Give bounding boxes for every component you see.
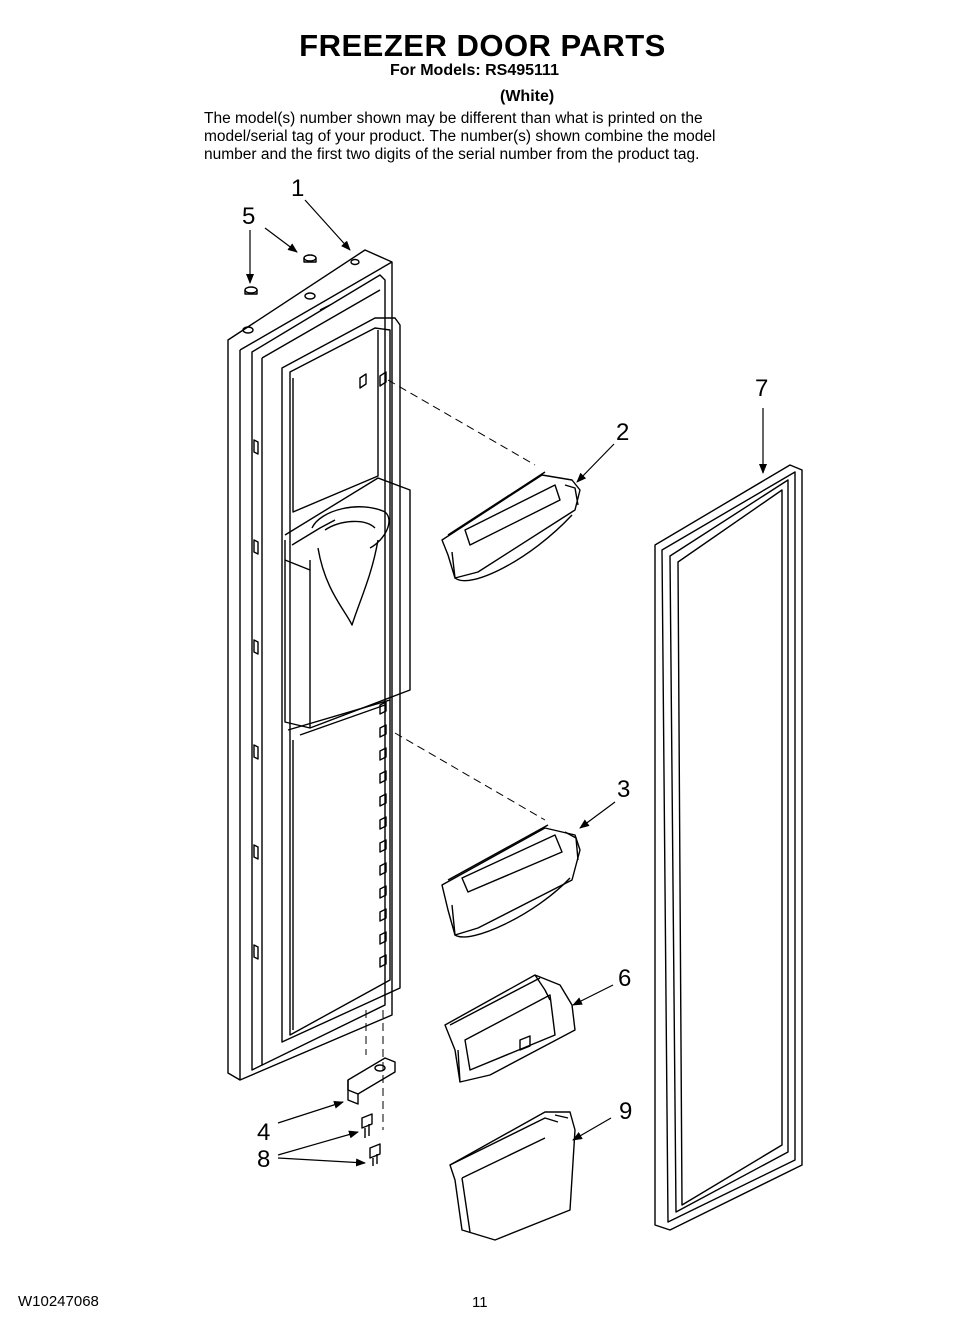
leader-arrow (264, 227, 298, 253)
model-note: The model(s) number shown may be differe… (204, 110, 774, 164)
callout-6: 6 (618, 965, 631, 992)
callout-7: 7 (755, 375, 768, 402)
model-note-line: The model(s) number shown may be differe… (204, 110, 703, 127)
door-gasket-part (654, 464, 803, 1231)
leader-arrow (572, 1117, 612, 1141)
callout-8: 8 (257, 1146, 270, 1173)
leader-arrow (277, 1130, 359, 1156)
leader-arrow (579, 801, 616, 829)
leader-arrow (572, 984, 614, 1006)
callout-9: 9 (619, 1098, 632, 1125)
freezer-door-part (227, 249, 411, 1081)
document-number: W10247068 (18, 1293, 99, 1310)
model-note-line: model/serial tag of your product. The nu… (204, 128, 716, 145)
callout-1: 1 (291, 175, 304, 202)
callout-4: 4 (257, 1119, 270, 1146)
page-title: FREEZER DOOR PARTS (299, 28, 666, 63)
leader-arrow (576, 443, 615, 483)
alignment-line (387, 379, 536, 466)
door-bin-part (441, 824, 581, 938)
model-number: For Models: RS495111 (390, 62, 559, 79)
leader-arrow (304, 199, 351, 251)
leader-arrow (277, 1100, 344, 1124)
leader-arrow (277, 1157, 366, 1167)
model-color: (White) (500, 88, 555, 105)
page-number: 11 (472, 1294, 488, 1311)
door-bin-part (441, 471, 581, 582)
callout-2: 2 (616, 419, 629, 446)
hinge-bracket-part (347, 1057, 396, 1105)
callout-5: 5 (242, 203, 255, 230)
plug-part (244, 254, 317, 295)
bin-part (449, 1111, 576, 1241)
callout-3: 3 (617, 776, 630, 803)
screw-part (361, 1113, 381, 1166)
dairy-bin-part (444, 974, 576, 1083)
alignment-line (394, 732, 546, 821)
model-note-line: number and the first two digits of the s… (204, 146, 700, 163)
